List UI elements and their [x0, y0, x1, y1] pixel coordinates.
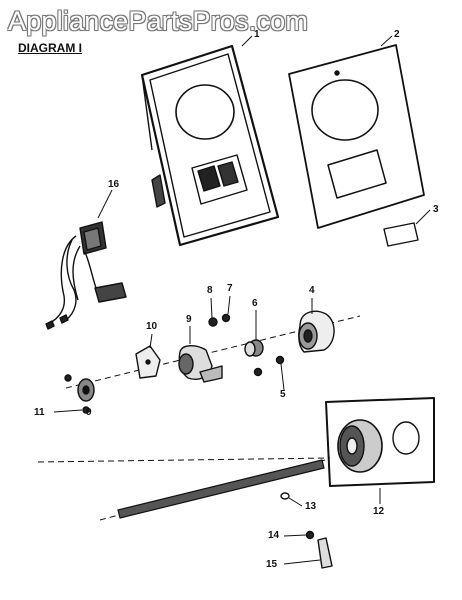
callout-2: 2 — [394, 29, 400, 40]
callout-13: 13 — [305, 501, 317, 512]
callout-15: 15 — [266, 559, 278, 570]
motor-part — [178, 345, 223, 383]
faceplate-part — [288, 44, 425, 229]
label-card-part — [383, 222, 419, 247]
control-panel-part — [140, 44, 280, 247]
wiring-harness-part — [45, 221, 127, 330]
callout-16: 16 — [108, 179, 120, 190]
callout-9-motor: 9 — [186, 314, 192, 325]
callout-4: 4 — [309, 285, 315, 296]
heating-element-part — [117, 459, 325, 519]
callout-5: 5 — [280, 389, 286, 400]
fasteners — [64, 313, 315, 540]
callout-10: 10 — [146, 321, 158, 332]
callout-8: 8 — [207, 285, 213, 296]
small-fan-part — [77, 378, 95, 402]
terminal-clip-part — [317, 537, 333, 569]
leader-lines — [53, 35, 431, 565]
diagram-title: DIAGRAM I — [18, 41, 82, 55]
callout-12: 12 — [373, 506, 385, 517]
callout-1: 1 — [254, 29, 260, 40]
blower-wheel-assembly-part — [325, 397, 435, 487]
watermark-text: AppliancePartsPros.com — [8, 6, 309, 36]
callout-6: 6 — [252, 298, 258, 309]
callout-9-fan: 9 — [86, 407, 92, 418]
callout-7: 7 — [227, 283, 233, 294]
callout-3: 3 — [433, 204, 439, 215]
callout-11: 11 — [34, 407, 45, 418]
blower-housing-part — [298, 310, 335, 353]
callout-14: 14 — [268, 530, 280, 541]
bushing-part — [244, 339, 264, 357]
